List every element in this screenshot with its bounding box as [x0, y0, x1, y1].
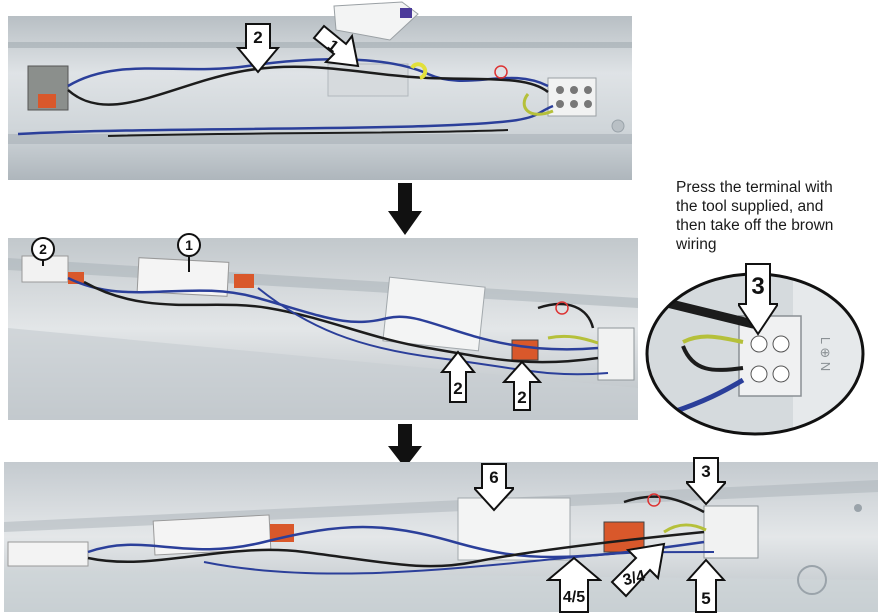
up-arrow-icon: 2	[440, 350, 476, 403]
step-tag: 1	[177, 233, 201, 272]
arrow-label-closeup: 3	[751, 273, 764, 300]
down-arrow-icon: 2	[236, 23, 280, 74]
earth-ring-icon	[410, 62, 428, 80]
luminaire-housing-middle	[8, 238, 638, 420]
diagonal-arrow-icon: 1	[312, 24, 360, 68]
up-arrow-icon: 4/5	[546, 556, 602, 613]
arrow-label-step1-down: 2	[253, 28, 262, 47]
terminal-tool	[658, 297, 758, 329]
caption-line: Press the terminal with	[676, 179, 833, 196]
earth-symbol-icon	[494, 65, 508, 79]
earth-symbol-icon	[647, 493, 661, 507]
removed-driver-cover	[333, 1, 419, 41]
arrow-label-step3-up-b: 5	[701, 589, 710, 608]
tag-label-left: 2	[39, 241, 47, 257]
down-arrow-icon	[388, 424, 422, 468]
arrow-label-step2-a: 2	[453, 379, 462, 398]
arrow-label-step3-up-a: 4/5	[563, 589, 585, 606]
terminal-block	[738, 315, 802, 397]
arrow-label-step3-diag: 3/4	[621, 568, 647, 590]
caption-line: then take off the brown	[676, 217, 834, 234]
photo-step-2	[8, 238, 638, 420]
down-arrow-icon: 6	[474, 463, 514, 512]
terminal-closeup: L ⊕ N	[645, 272, 865, 436]
step-tag: 2	[31, 237, 55, 266]
tag-label-right: 1	[185, 237, 193, 253]
luminaire-housing-bottom	[4, 462, 878, 612]
arrow-label-step3-top-a: 6	[489, 468, 498, 487]
diagonal-arrow-icon: 3/4	[610, 542, 666, 598]
earth-symbol-icon	[555, 301, 569, 315]
down-arrow-icon: 3	[686, 457, 726, 506]
photo-step-3	[4, 462, 878, 612]
up-arrow-icon: 5	[686, 558, 726, 613]
down-arrow-icon: 3	[738, 263, 778, 336]
arrow-label-step2-b: 2	[517, 388, 526, 407]
caption-line: wiring	[676, 236, 717, 253]
instruction-caption: Press the terminal with the tool supplie…	[676, 178, 876, 254]
caption-line: the tool supplied, and	[676, 198, 824, 215]
arrow-label-step3-top-b: 3	[701, 462, 710, 481]
up-arrow-icon: 2	[502, 360, 542, 411]
down-arrow-icon	[388, 183, 422, 235]
terminal-marking: L ⊕ N	[818, 337, 833, 371]
